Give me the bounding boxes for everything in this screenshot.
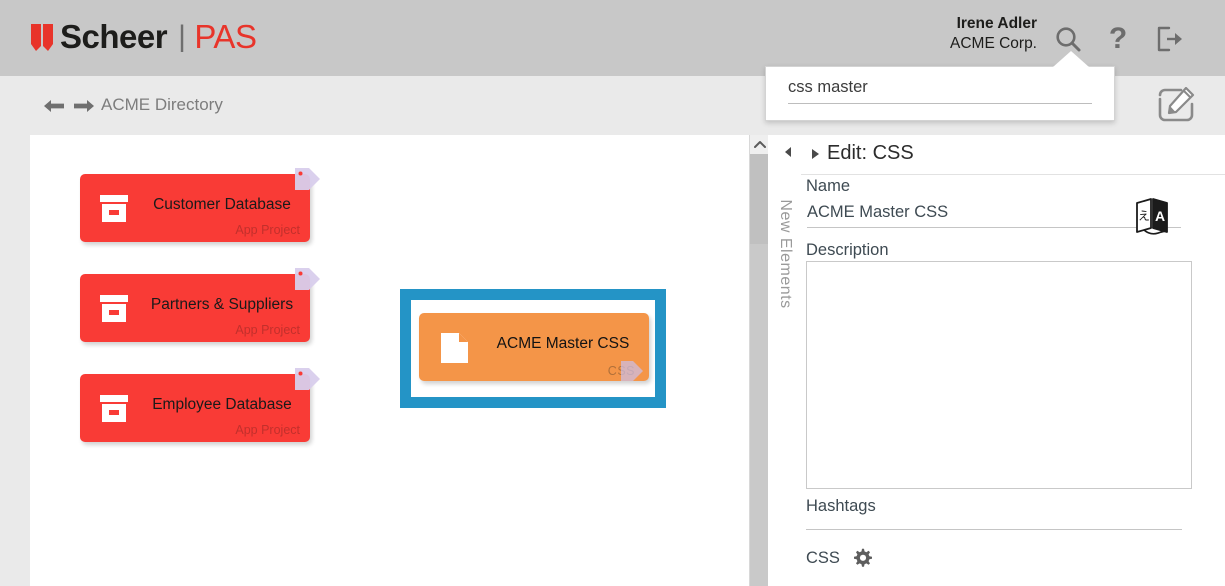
hashtags-underline[interactable] bbox=[806, 529, 1182, 530]
help-icon[interactable]: ? bbox=[1099, 20, 1137, 58]
node-title: ACME Master CSS bbox=[496, 335, 630, 352]
user-info-block[interactable]: Irene Adler ACME Corp. bbox=[950, 14, 1037, 54]
node-title: Employee Database bbox=[152, 396, 292, 413]
search-popup bbox=[765, 66, 1115, 121]
breadcrumb-path[interactable]: ACME Directory bbox=[101, 95, 223, 114]
tag-icon bbox=[292, 365, 322, 395]
node-employee-database[interactable]: Employee Database App Project bbox=[80, 368, 320, 442]
node-subtitle: App Project bbox=[235, 223, 300, 237]
description-label: Description bbox=[806, 241, 889, 259]
arrow-right-icon[interactable] bbox=[71, 94, 97, 118]
edit-page-icon[interactable] bbox=[1157, 86, 1195, 123]
node-subtitle: App Project bbox=[235, 423, 300, 437]
brand-primary-text: Scheer bbox=[60, 18, 168, 55]
arrow-left-icon[interactable] bbox=[41, 94, 67, 118]
brand-logo[interactable]: Scheer | PAS bbox=[30, 18, 257, 56]
name-label: Name bbox=[806, 177, 851, 195]
css-settings-row: CSS bbox=[806, 548, 872, 568]
app-project-icon bbox=[98, 292, 130, 324]
rail-label-new-elements[interactable]: New Elements bbox=[777, 199, 794, 309]
top-header-bar: Scheer | PAS Irene Adler ACME Corp. ? bbox=[0, 0, 1225, 76]
logout-icon[interactable] bbox=[1151, 20, 1189, 58]
app-project-icon bbox=[98, 192, 130, 224]
scrollbar-thumb[interactable] bbox=[750, 154, 769, 244]
search-icon[interactable] bbox=[1049, 20, 1087, 58]
node-title: Customer Database bbox=[153, 196, 291, 213]
svg-text:え: え bbox=[1138, 209, 1150, 223]
node-subtitle: App Project bbox=[235, 323, 300, 337]
svg-text:A: A bbox=[1155, 208, 1165, 224]
edit-panel-title: Edit: CSS bbox=[827, 142, 914, 164]
brand-secondary-text: PAS bbox=[194, 18, 257, 55]
tag-icon bbox=[292, 265, 322, 295]
tag-icon bbox=[619, 359, 645, 385]
app-project-icon bbox=[98, 392, 130, 424]
canvas-vertical-scrollbar[interactable] bbox=[749, 135, 769, 586]
new-elements-rail: New Elements bbox=[768, 135, 802, 586]
node-acme-master-css[interactable]: ACME Master CSS CSS bbox=[419, 313, 649, 381]
edit-panel-header: Edit: CSS bbox=[785, 135, 1225, 175]
chevron-left-icon[interactable] bbox=[782, 145, 796, 159]
node-title: Partners & Suppliers bbox=[150, 296, 294, 313]
translate-icon[interactable]: え A bbox=[1134, 197, 1170, 237]
gear-icon[interactable] bbox=[852, 548, 872, 568]
node-customer-database[interactable]: Customer Database App Project bbox=[80, 168, 320, 242]
css-label: CSS bbox=[806, 548, 840, 567]
node-partners-suppliers[interactable]: Partners & Suppliers App Project bbox=[80, 268, 320, 342]
triangle-right-icon[interactable] bbox=[812, 149, 819, 159]
user-organization: ACME Corp. bbox=[950, 34, 1037, 52]
scheer-logo-mark-icon bbox=[30, 22, 56, 52]
tag-icon bbox=[292, 165, 322, 195]
chevron-up-icon[interactable] bbox=[750, 135, 769, 154]
brand-divider: | bbox=[178, 20, 186, 53]
search-input[interactable] bbox=[788, 78, 1092, 104]
user-name: Irene Adler bbox=[956, 15, 1037, 32]
css-document-icon bbox=[439, 331, 470, 365]
help-glyph: ? bbox=[1108, 22, 1128, 55]
edit-panel: Edit: CSS Name え A Description Hashtags … bbox=[785, 135, 1225, 586]
hashtags-label: Hashtags bbox=[806, 497, 876, 515]
name-input[interactable] bbox=[807, 203, 1181, 228]
search-popup-caret bbox=[1053, 51, 1089, 67]
canvas-left-gutter bbox=[0, 135, 30, 586]
description-textarea[interactable] bbox=[806, 261, 1192, 489]
